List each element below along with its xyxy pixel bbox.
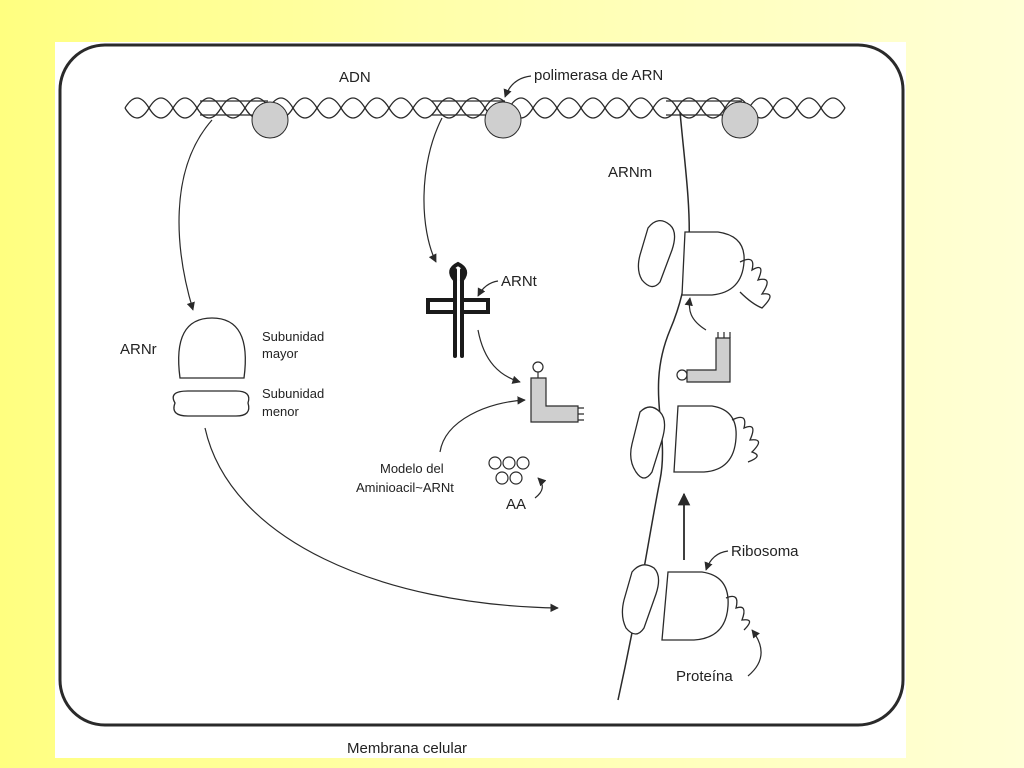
arrow-dna-to-arnr (178, 119, 213, 311)
ribosome-middle (630, 405, 760, 479)
label-arnt: ARNt (501, 273, 538, 290)
arnt-pointer (477, 280, 499, 297)
ribosome-top (637, 220, 771, 309)
arrow-arnt-to-model (477, 329, 521, 384)
label-modelo-1: Modelo del (380, 461, 444, 476)
incoming-aminoacyl-trna (676, 332, 731, 383)
label-subunidad-mayor-2: mayor (262, 346, 299, 361)
label-adn: ADN (339, 69, 371, 86)
ribosome-bottom (621, 564, 751, 641)
rna-polymerase-3 (721, 101, 759, 139)
arrow-arnr-to-ribosome (204, 427, 559, 613)
label-subunidad-mayor-1: Subunidad (262, 329, 324, 344)
amino-acid-circles (488, 456, 530, 485)
label-polimerasa: polimerasa de ARN (534, 67, 663, 84)
label-membrana: Membrana celular (347, 740, 467, 757)
rna-polymerase-2 (484, 101, 522, 139)
label-arnm: ARNm (608, 164, 652, 181)
aminoacyl-trna-model (530, 361, 584, 423)
aa-pointer (534, 477, 547, 499)
label-proteina: Proteína (676, 668, 733, 685)
label-arnr: ARNr (120, 341, 157, 358)
subunit-large (178, 317, 246, 379)
trna-cloverleaf (426, 261, 490, 358)
label-subunidad-menor-1: Subunidad (262, 386, 324, 401)
cell-membrane (58, 43, 905, 727)
label-modelo-2: Aminioacil~ARNt (356, 480, 454, 495)
rna-polymerase-1 (251, 101, 289, 139)
label-aa: AA (506, 496, 526, 513)
polimerasa-pointer (503, 75, 532, 98)
dna-strand-2 (124, 97, 846, 119)
arrow-dna-to-arnt (423, 117, 443, 263)
label-subunidad-menor-2: menor (262, 404, 300, 419)
arrow-trna-to-ribosome (684, 297, 707, 331)
subunit-small (172, 390, 250, 417)
ribosoma-pointer (704, 550, 729, 571)
proteina-pointer (747, 629, 762, 677)
arrow-model-label (439, 396, 526, 453)
label-ribosoma: Ribosoma (731, 543, 799, 560)
